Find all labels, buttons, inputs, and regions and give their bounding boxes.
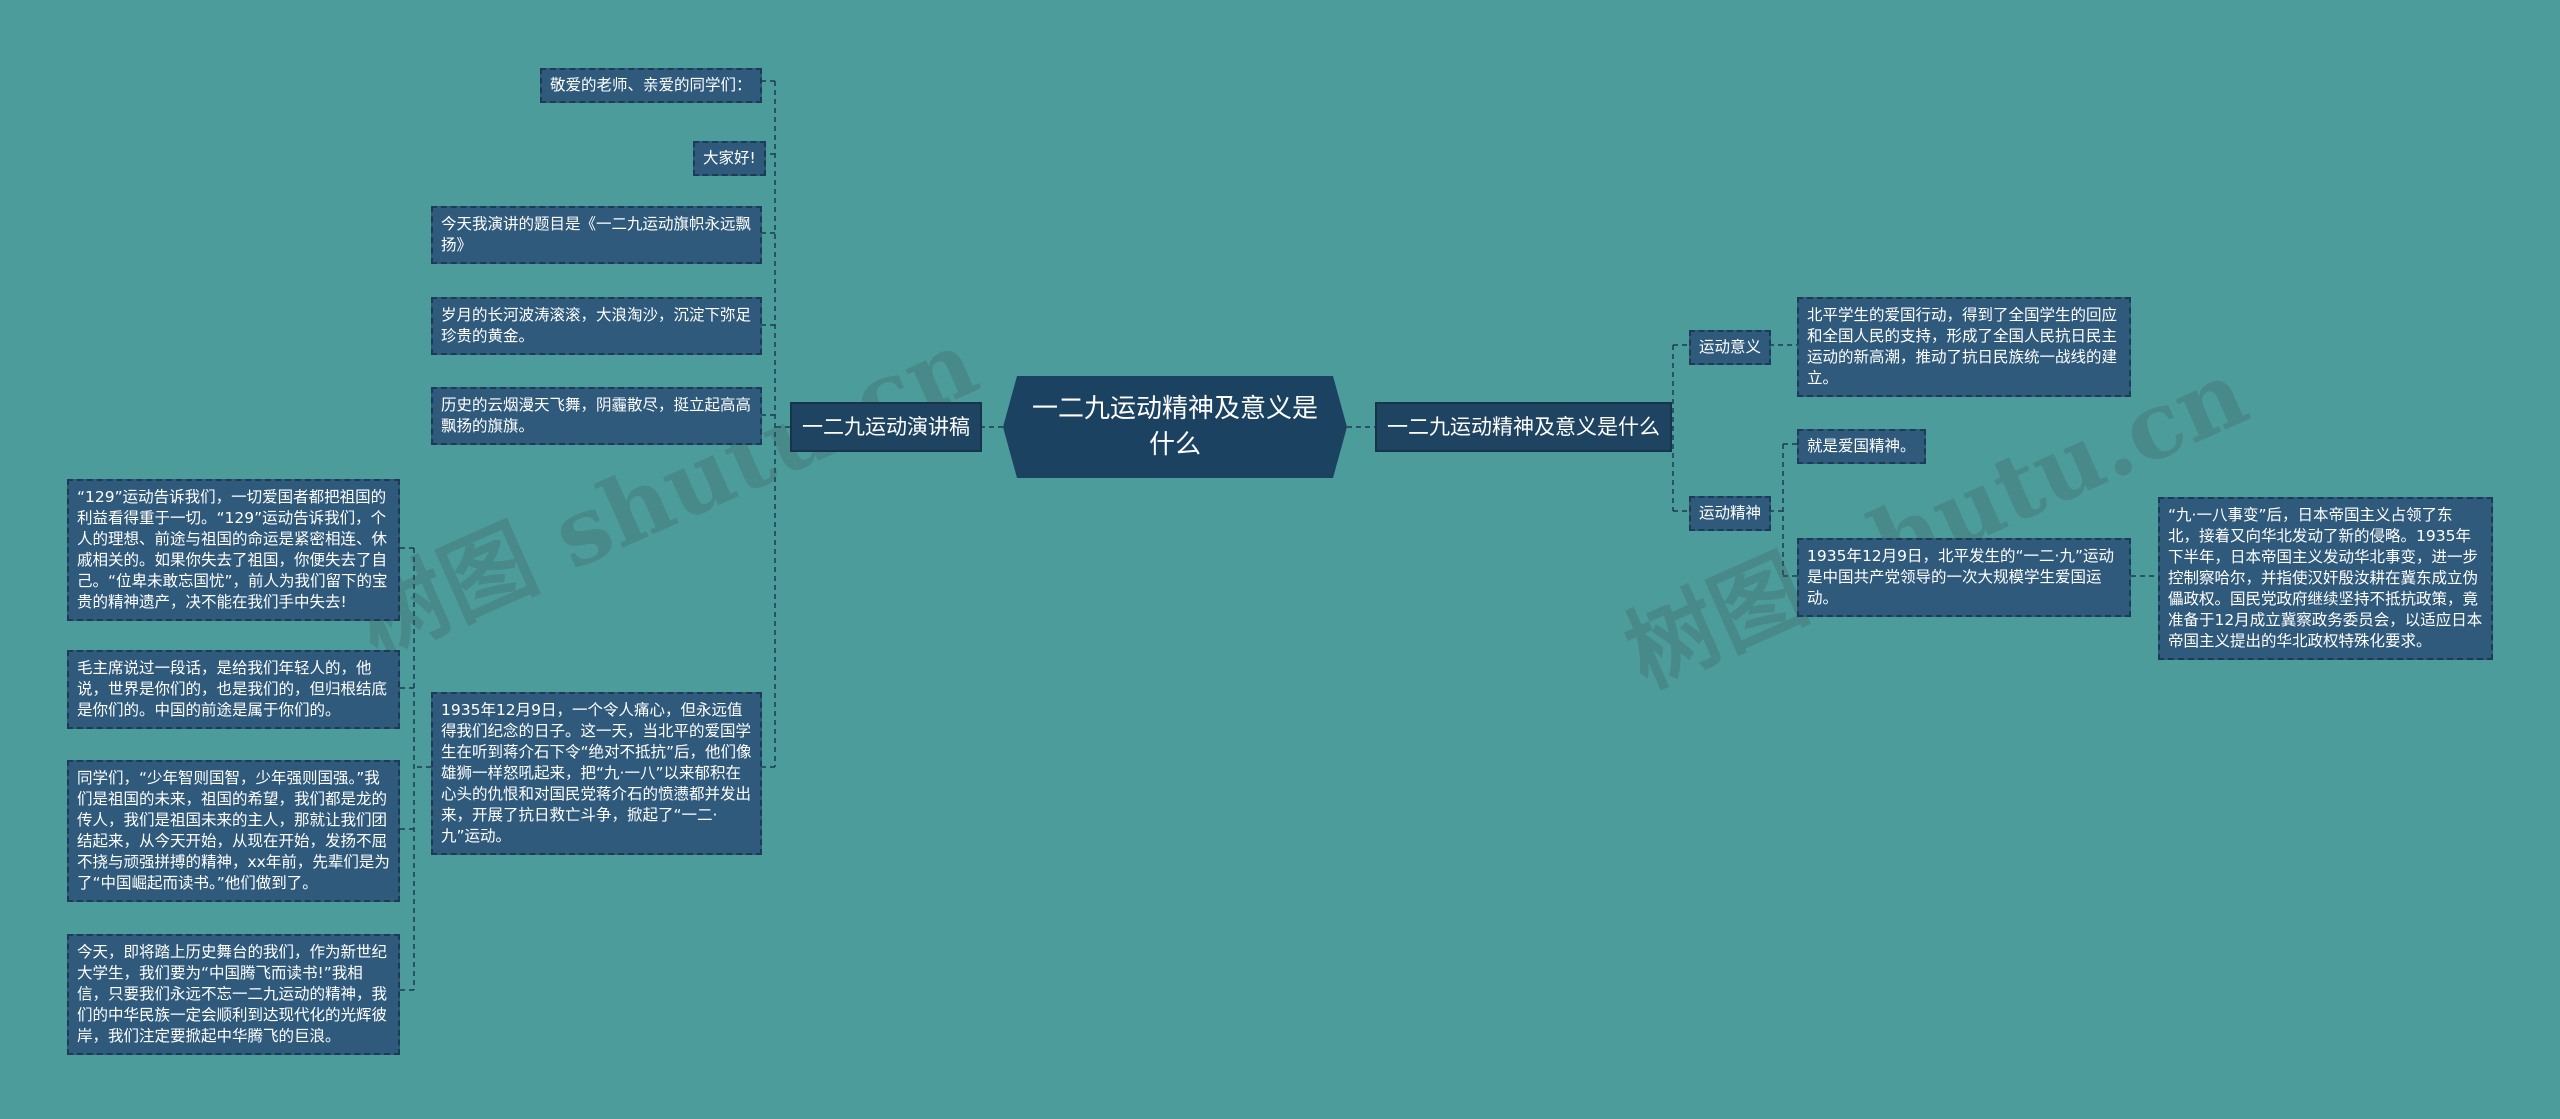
leaf-history-paragraph[interactable]: 1935年12月9日，一个令人痛心，但永远值得我们纪念的日子。这一天，当北平的爱…	[431, 692, 762, 855]
subleaf-patriots[interactable]: “129”运动告诉我们，一切爱国者都把祖国的利益看得重于一切。“129”运动告诉…	[67, 479, 400, 621]
leaf-hello[interactable]: 大家好!	[693, 141, 766, 176]
label-significance[interactable]: 运动意义	[1689, 330, 1772, 365]
root-title: 一二九运动精神及意义是什么	[1031, 394, 1318, 460]
subleaf-today[interactable]: 今天，即将踏上历史舞台的我们，作为新世纪大学生，我们要为“中国腾飞而读书!”我相…	[67, 934, 400, 1055]
branch-speech[interactable]: 一二九运动演讲稿	[790, 402, 982, 452]
text-spirit-patriotism[interactable]: 就是爱国精神。	[1797, 429, 1926, 464]
subleaf-chairman-mao[interactable]: 毛主席说过一段话，是给我们年轻人的，他说，世界是你们的，也是我们的，但归根结底是…	[67, 650, 400, 729]
leaf-river[interactable]: 岁月的长河波涛滚滚，大浪淘沙，沉淀下弥足珍贵的黄金。	[431, 297, 762, 355]
leaf-greeting[interactable]: 敬爱的老师、亲爱的同学们：	[540, 68, 762, 103]
label-spirit[interactable]: 运动精神	[1689, 496, 1772, 531]
branch-spirit-significance[interactable]: 一二九运动精神及意义是什么	[1375, 402, 1672, 452]
leaf-smoke[interactable]: 历史的云烟漫天飞舞，阴霾散尽，挺立起高高飘扬的旗旗。	[431, 387, 762, 445]
leaf-topic[interactable]: 今天我演讲的题目是《一二九运动旗帜永远飘扬》	[431, 206, 762, 264]
root-topic[interactable]: 一二九运动精神及意义是什么	[1003, 376, 1347, 478]
text-spirit-detail[interactable]: “九·一八事变”后，日本帝国主义占领了东北，接着又向华北发动了新的侵略。1935…	[2158, 497, 2493, 660]
text-spirit-1935[interactable]: 1935年12月9日，北平发生的“一二·九”运动是中国共产党领导的一次大规模学生…	[1797, 538, 2131, 617]
text-significance[interactable]: 北平学生的爱国行动，得到了全国学生的回应和全国人民的支持，形成了全国人民抗日民主…	[1797, 297, 2131, 397]
subleaf-youth[interactable]: 同学们，“少年智则国智，少年强则国强。”我们是祖国的未来，祖国的希望，我们都是龙…	[67, 760, 400, 902]
